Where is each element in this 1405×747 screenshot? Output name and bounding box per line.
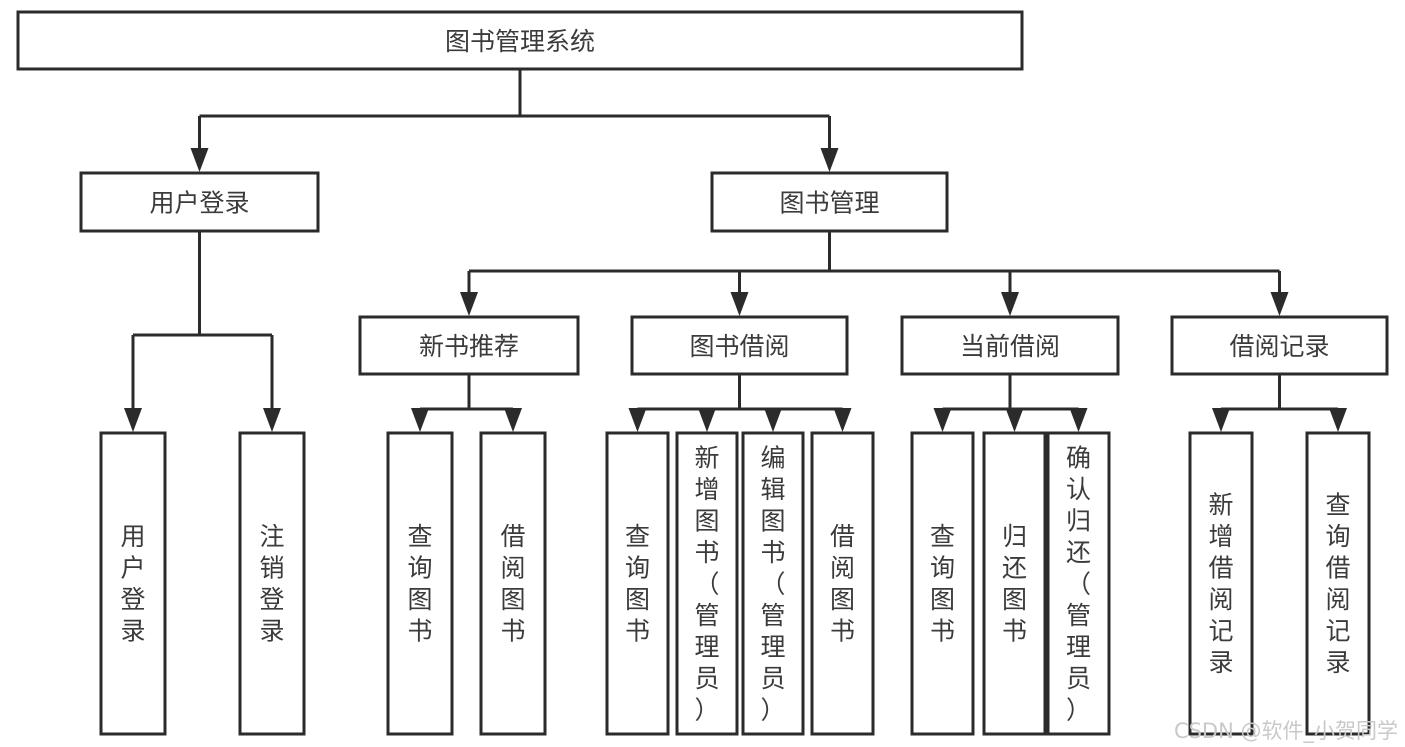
node-label: 确认归还（管理员） (1066, 443, 1091, 724)
node-label: 新书推荐 (419, 332, 519, 361)
node-box[interactable] (982, 431, 1047, 736)
node-box[interactable] (1046, 431, 1111, 736)
node-box[interactable] (605, 431, 670, 736)
node-n-record[interactable]: 借阅记录 (1170, 315, 1389, 376)
connector-group (628, 374, 852, 432)
node-label: 新增图书（管理员） (694, 443, 719, 724)
node-label: 当前借阅 (960, 332, 1060, 361)
node-box[interactable] (630, 315, 849, 376)
node-layer: 图书管理系统用户登录图书管理新书推荐图书借阅当前借阅借阅记录用户登录注销登录查询… (16, 10, 1389, 736)
node-label: 借阅记录 (1229, 332, 1329, 361)
node-l-add-book[interactable]: 新增图书（管理员） (675, 431, 739, 736)
node-root[interactable]: 图书管理系统 (16, 10, 1024, 71)
node-box[interactable] (675, 431, 739, 736)
node-box[interactable] (479, 431, 547, 736)
node-box[interactable] (810, 431, 875, 736)
node-box[interactable] (99, 431, 167, 736)
node-l-query-book-2[interactable]: 查询图书 (605, 431, 670, 736)
node-label: 查询图书 (407, 522, 432, 646)
node-n-user-login[interactable]: 用户登录 (79, 171, 320, 233)
node-box[interactable] (1170, 315, 1389, 376)
node-label: 图书借阅 (689, 332, 789, 361)
node-box[interactable] (910, 431, 975, 736)
connector-group (124, 231, 281, 432)
connector-group (933, 374, 1088, 432)
node-box[interactable] (358, 315, 580, 376)
node-label: 图书管理 (779, 189, 879, 218)
node-l-edit-book[interactable]: 编辑图书（管理员） (741, 431, 805, 736)
node-l-query-book-1[interactable]: 查询图书 (386, 431, 454, 736)
node-n-new-book[interactable]: 新书推荐 (358, 315, 580, 376)
node-l-borrow-book-2[interactable]: 借阅图书 (810, 431, 875, 736)
node-label: 查询借阅记录 (1325, 491, 1350, 678)
node-n-borrow[interactable]: 图书借阅 (630, 315, 849, 376)
node-n-current[interactable]: 当前借阅 (900, 315, 1120, 376)
node-box[interactable] (386, 431, 454, 736)
connector-layer (124, 69, 1347, 432)
node-label: 注销登录 (259, 522, 284, 646)
node-box[interactable] (741, 431, 805, 736)
node-box[interactable] (1188, 431, 1254, 736)
node-n-book-manage[interactable]: 图书管理 (710, 171, 949, 233)
node-box[interactable] (710, 171, 949, 233)
node-label: 用户登录 (149, 189, 249, 218)
node-box[interactable] (16, 10, 1024, 71)
connector-group (460, 231, 1289, 316)
watermark-label: CSDN @软件_小贺同学 (1174, 719, 1398, 744)
node-l-logout[interactable]: 注销登录 (238, 431, 306, 736)
node-l-add-record[interactable]: 新增借阅记录 (1188, 431, 1254, 736)
node-l-query-record[interactable]: 查询借阅记录 (1305, 431, 1371, 736)
node-box[interactable] (238, 431, 306, 736)
node-label: 查询图书 (625, 522, 650, 646)
node-label: 借阅图书 (830, 522, 855, 646)
node-label: 归还图书 (1002, 522, 1027, 646)
node-l-user-login[interactable]: 用户登录 (99, 431, 167, 736)
node-label: 图书管理系统 (445, 27, 595, 56)
node-label: 编辑图书（管理员） (760, 443, 785, 724)
node-l-borrow-book-1[interactable]: 借阅图书 (479, 431, 547, 736)
node-l-query-book-3[interactable]: 查询图书 (910, 431, 975, 736)
node-label: 新增借阅记录 (1208, 491, 1233, 678)
connector-group (411, 374, 522, 432)
node-l-return-book[interactable]: 归还图书 (982, 431, 1047, 736)
node-label: 查询图书 (930, 522, 955, 646)
node-box[interactable] (79, 171, 320, 233)
node-label: 借阅图书 (500, 522, 525, 646)
node-label: 用户登录 (120, 522, 145, 646)
node-box[interactable] (1305, 431, 1371, 736)
connector-group (1212, 374, 1347, 432)
node-box[interactable] (900, 315, 1120, 376)
connector-group (190, 69, 839, 172)
node-l-confirm-return[interactable]: 确认归还（管理员） (1046, 431, 1111, 736)
